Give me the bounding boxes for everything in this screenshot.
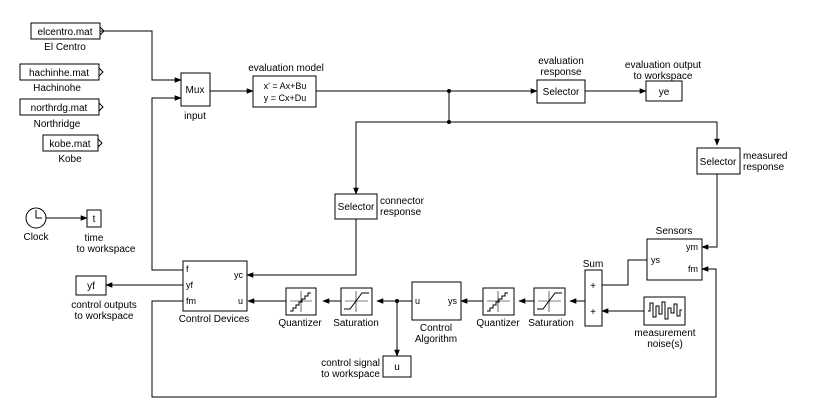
- control-devices-block[interactable]: f yf fm yc u Control Devices: [179, 260, 250, 325]
- measurement-noise-caption1: measurement: [634, 328, 695, 339]
- measured-selector-caption2: response: [743, 162, 785, 173]
- sensors-title: Sensors: [656, 226, 693, 237]
- control-outputs-block[interactable]: yf control outputs to workspace: [71, 275, 137, 322]
- evaluation-model-eq2: y = Cx+Du: [264, 93, 307, 103]
- evaluation-selector-block[interactable]: evaluation response Selector: [536, 56, 586, 104]
- control-outputs-caption1: control outputs: [71, 300, 137, 311]
- evaluation-output-caption1: evaluation output: [625, 60, 701, 71]
- source-hachinohe-caption: Hachinohe: [33, 83, 81, 94]
- measurement-noise-caption2: noise(s): [647, 339, 683, 350]
- control-devices-caption: Control Devices: [179, 314, 250, 325]
- evaluation-selector-caption1: evaluation: [538, 56, 584, 67]
- source-elcentro-label: elcentro.mat: [37, 27, 92, 38]
- time-output-block[interactable]: t time to workspace: [77, 209, 136, 255]
- control-algorithm-caption2: Algorithm: [415, 334, 457, 345]
- measurement-noise-block[interactable]: measurement noise(s): [634, 296, 696, 350]
- source-hachinohe[interactable]: hachinhe.mat Hachinohe: [19, 63, 104, 94]
- noise-waveform-icon: [648, 301, 682, 320]
- source-hachinohe-label: hachinhe.mat: [29, 68, 89, 79]
- source-kobe-label: kobe.mat: [49, 139, 90, 150]
- control-devices-port-f: f: [186, 264, 189, 274]
- control-algorithm-block[interactable]: u ys Control Algorithm: [411, 281, 462, 345]
- evaluation-selector-label: Selector: [543, 87, 580, 98]
- quantizer-2-caption: Quantizer: [476, 318, 520, 329]
- quantizer-2-block[interactable]: Quantizer: [476, 287, 520, 329]
- quantizer-1-caption: Quantizer: [278, 318, 322, 329]
- measured-selector-caption1: measured: [743, 151, 787, 162]
- source-northridge-caption: Northridge: [34, 119, 81, 130]
- control-devices-port-yc: yc: [234, 270, 244, 280]
- measured-selector-block[interactable]: Selector measured response: [696, 147, 787, 175]
- mux-label: Mux: [186, 85, 205, 96]
- evaluation-selector-caption2: response: [540, 67, 582, 78]
- connector-selector-label: Selector: [338, 202, 375, 213]
- source-kobe[interactable]: kobe.mat Kobe: [42, 134, 103, 165]
- time-output-label: t: [93, 214, 96, 225]
- connector-selector-caption1: connector: [380, 196, 425, 207]
- sensors-port-ys: ys: [651, 255, 661, 265]
- clock-block[interactable]: Clock: [23, 207, 49, 243]
- control-signal-label: u: [394, 362, 400, 373]
- mux-block[interactable]: Mux input: [180, 72, 211, 122]
- sensors-block[interactable]: Sensors ys ym fm: [646, 226, 703, 281]
- source-elcentro[interactable]: elcentro.mat El Centro: [30, 22, 105, 53]
- mux-caption: input: [184, 111, 206, 122]
- evaluation-model-eq1: x' = Ax+Bu: [264, 81, 307, 91]
- control-outputs-caption2: to workspace: [75, 311, 134, 322]
- saturation-2-block[interactable]: Saturation: [528, 287, 574, 329]
- source-kobe-caption: Kobe: [58, 154, 82, 165]
- control-outputs-label: yf: [87, 281, 95, 292]
- evaluation-output-label: ye: [659, 87, 670, 98]
- connector-selector-block[interactable]: Selector connector response: [334, 193, 425, 220]
- control-devices-port-yf: yf: [186, 280, 194, 290]
- measured-selector-label: Selector: [700, 157, 737, 168]
- connector-selector-caption2: response: [380, 207, 422, 218]
- sensors-port-ym: ym: [686, 242, 698, 252]
- clock-caption: Clock: [23, 232, 49, 243]
- evaluation-output-block[interactable]: evaluation output to workspace ye: [625, 60, 701, 102]
- quantizer-1-block[interactable]: Quantizer: [278, 287, 322, 329]
- source-northridge[interactable]: northrdg.mat Northridge: [19, 98, 104, 130]
- evaluation-output-caption2: to workspace: [634, 71, 693, 82]
- control-devices-port-fm: fm: [186, 296, 196, 306]
- time-output-caption2: to workspace: [77, 244, 136, 255]
- evaluation-model-block[interactable]: evaluation model x' = Ax+Bu y = Cx+Du: [248, 63, 324, 108]
- saturation-1-block[interactable]: Saturation: [333, 287, 379, 329]
- source-elcentro-caption: El Centro: [44, 42, 86, 53]
- control-devices-port-u: u: [238, 296, 243, 306]
- control-algorithm-caption1: Control: [420, 323, 452, 334]
- control-signal-caption1: control signal: [321, 358, 380, 369]
- time-output-caption1: time: [85, 233, 104, 244]
- sum-caption: Sum: [583, 259, 604, 270]
- saturation-1-caption: Saturation: [333, 318, 379, 329]
- signal-wires: [46, 30, 720, 398]
- sum-sign-top: +: [590, 281, 596, 292]
- evaluation-model-title: evaluation model: [248, 63, 324, 74]
- control-signal-block[interactable]: u control signal to workspace: [321, 355, 412, 380]
- sum-sign-bottom: +: [590, 307, 596, 318]
- sensors-port-fm: fm: [688, 264, 698, 274]
- control-algorithm-port-ys: ys: [448, 296, 458, 306]
- control-algorithm-port-u: u: [415, 296, 420, 306]
- source-northridge-label: northrdg.mat: [31, 103, 88, 114]
- control-signal-caption2: to workspace: [321, 369, 380, 380]
- saturation-2-caption: Saturation: [528, 318, 574, 329]
- sum-block[interactable]: Sum + +: [583, 259, 604, 327]
